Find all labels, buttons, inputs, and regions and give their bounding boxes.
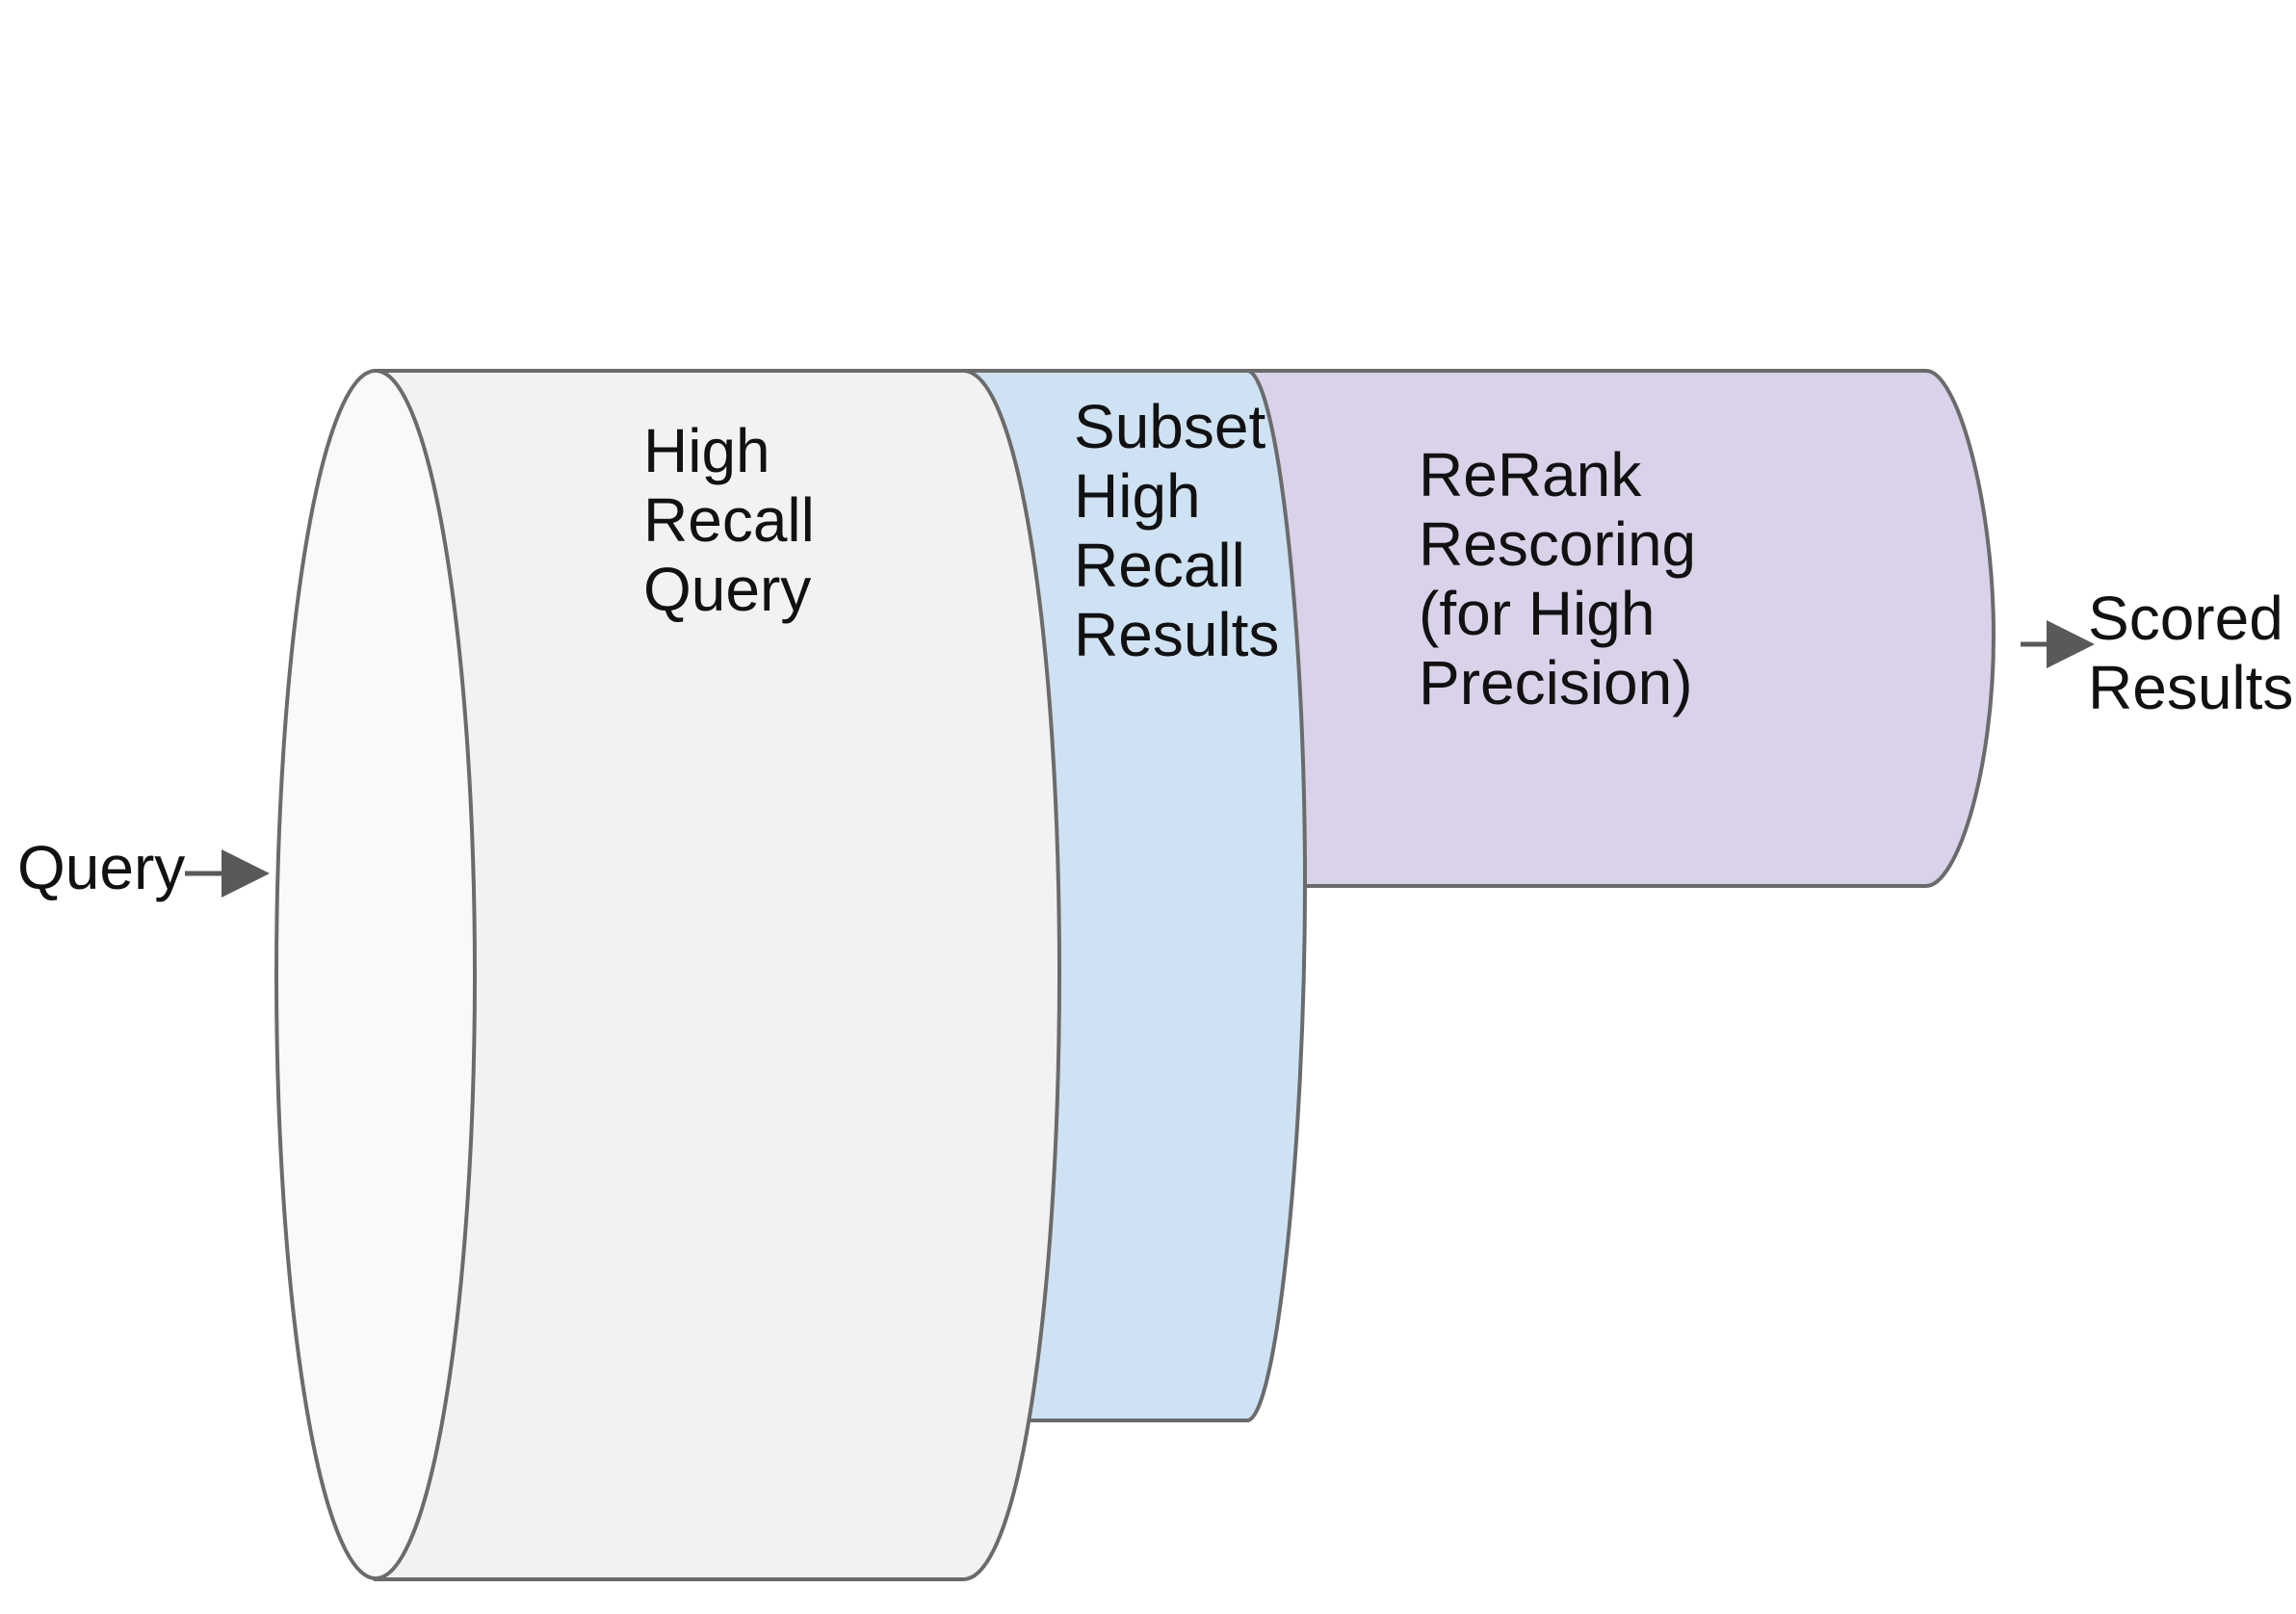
query-input-label: Query [17,833,185,902]
high-recall-query-line-3: Query [643,555,811,624]
rerank-line-4: Precision) [1419,648,1693,717]
high-recall-query-cylinder [274,369,1062,1581]
subset-results-line-3: Recall [1074,531,1245,600]
subset-results-label: Subset High Recall Results [1074,392,1283,669]
scored-results-line-1: Scored [2088,584,2283,653]
rerank-line-1: ReRank [1419,440,1642,509]
scored-results-line-2: Results [2088,653,2293,722]
subset-results-line-4: Results [1074,600,1279,669]
rerank-cylinder [1154,369,1996,888]
subset-results-line-1: Subset [1074,392,1265,461]
high-recall-query-cylinder-face [274,369,477,1580]
rerank-line-2: Rescoring [1419,509,1696,579]
rerank-line-3: (for High [1419,579,1655,648]
high-recall-query-label: High Recall Query [643,416,832,624]
rerank-label: ReRank Rescoring (for High Precision) [1419,440,1713,717]
rerank-cylinder-body [1154,369,1996,888]
scored-results-label: Scored Results [2088,584,2296,722]
high-recall-query-line-1: High [643,416,770,485]
high-recall-query-line-2: Recall [643,485,815,555]
subset-results-line-2: High [1074,461,1201,531]
high-recall-query-cylinder-body [374,369,1062,1581]
